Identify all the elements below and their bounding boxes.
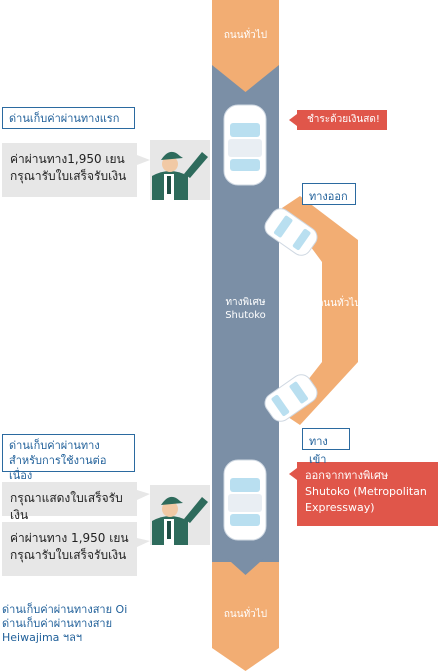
toll-booth-note-line3: Heiwajima ฯลฯ (2, 631, 82, 644)
side-general-road (282, 196, 358, 425)
continuous-toll-message-line2: กรุณารับใบเสร็จรับเงิน (10, 548, 127, 562)
car-icon (264, 208, 318, 256)
toll-attendant-icon (150, 140, 210, 200)
general-road-bottom-label: ถนนทั่วไป (223, 609, 268, 620)
continuous-toll-message-line1: ค่าผ่านทาง 1,950 เยน (10, 531, 129, 545)
car-icon (223, 459, 267, 541)
show-receipt-message: กรุณาแสดงใบเสร็จรับเงิน (2, 482, 137, 522)
cash-payment-label: ชำระด้วยเงินสด! (297, 110, 387, 130)
leave-expressway-label: ออกจากทางพิเศษ Shutoko (Metropolitan Exp… (297, 462, 438, 526)
general-road-side-label: ถนนทั่วไป (317, 298, 361, 309)
general-road-bottom (212, 562, 279, 671)
expressway-label: ทางพิเศษ Shutoko (212, 296, 279, 322)
toll-booth-note-line2: ด่านเก็บค่าผ่านทางสาย (2, 617, 113, 630)
first-toll-message: ค่าผ่านทาง1,950 เยน กรุณารับใบเสร็จรับเง… (2, 143, 137, 197)
continuous-toll-title: ด่านเก็บค่าผ่านทาง สำหรับการใช้งานต่อเนื… (2, 434, 135, 482)
continuous-toll-message: ค่าผ่านทาง 1,950 เยน กรุณารับใบเสร็จรับเ… (2, 522, 137, 576)
first-toll-message-line1: ค่าผ่านทาง1,950 เยน (10, 152, 125, 166)
expressway-label-line2: Shutoko (225, 310, 266, 321)
expressway-label-line1: ทางพิเศษ (225, 297, 266, 308)
general-road-top-label: ถนนทั่วไป (223, 30, 268, 41)
toll-booth-note: ด่านเก็บค่าผ่านทางสาย Oi ด่านเก็บค่าผ่าน… (2, 603, 207, 645)
continuous-toll-title-line2: สำหรับการใช้งานต่อเนื่อง (9, 454, 107, 482)
first-toll-message-line2: กรุณารับใบเสร็จรับเงิน (10, 169, 127, 183)
toll-attendant-icon (150, 485, 210, 545)
car-icon (264, 374, 318, 422)
exit-label: ทางออก (302, 183, 356, 205)
car-icon (223, 104, 267, 186)
entrance-label: ทางเข้า (302, 428, 350, 466)
first-toll-title: ด่านเก็บค่าผ่านทางแรก (2, 107, 135, 129)
general-road-top (212, 0, 279, 92)
toll-booth-note-line1: ด่านเก็บค่าผ่านทางสาย Oi (2, 603, 128, 616)
continuous-toll-title-line1: ด่านเก็บค่าผ่านทาง (9, 439, 100, 452)
